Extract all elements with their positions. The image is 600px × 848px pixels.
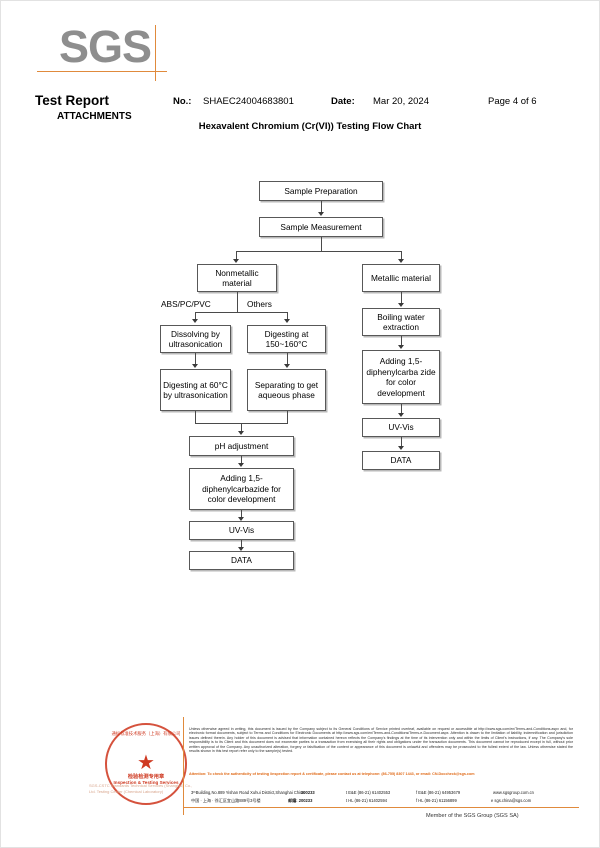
flow-box-uv-vis-left: UV-Vis [189, 521, 294, 540]
attention-notice: Attention: To check the authenticity of … [189, 772, 475, 776]
arrow-to-uvvis-left [238, 517, 244, 521]
flow-box-uv-vis-right: UV-Vis [362, 418, 440, 437]
arrow-to-nonmetallic [233, 259, 239, 263]
address-chinese: 中国 · 上海 · 徐汇区宜山路889号3号楼 [191, 798, 261, 803]
flow-box-ph-adjustment: pH adjustment [189, 436, 294, 456]
connector-merge-down [241, 423, 242, 433]
connector-nonmetallic-down [237, 292, 238, 312]
report-date-label: Date: [331, 96, 355, 107]
seal-en-label: Inspection & Testing Services [113, 780, 179, 785]
flow-label-others: Others [247, 299, 272, 309]
address-english: 3ᵗʰBuilding,No.889 Yishan Road Xuhui Dis… [191, 790, 305, 795]
arrow-to-adding-left [238, 463, 244, 467]
fax-hl: f HL (86-21) 61156899 [416, 798, 457, 803]
seal-cn-label: 检验检测专用章 [127, 774, 165, 780]
flow-box-sample-measurement: Sample Measurement [259, 217, 383, 237]
flow-box-nonmetallic-material: Nonmetallic material [197, 264, 277, 292]
report-header: Test Report ATTACHMENTS No.: SHAEC240046… [1, 93, 599, 139]
flow-box-metallic-material: Metallic material [362, 264, 440, 292]
connector-addingright-down [401, 404, 402, 415]
zip-chinese: 邮编: 200233 [288, 798, 313, 803]
connector-dissolving-down [195, 353, 196, 366]
report-no-value: SHAEC24004683801 [203, 96, 294, 107]
logo-vertical-rule [155, 25, 156, 81]
footer-vertical-rule [183, 717, 184, 815]
flow-box-adding-reagent-right: Adding 1,5-diphenylcarba zide for color … [362, 350, 440, 404]
logo-horizontal-rule [37, 71, 167, 72]
arrow-to-boiling-water [398, 303, 404, 307]
flow-label-abs-pc-pvc: ABS/PC/PVC [161, 299, 211, 309]
arrow-to-digesting-150 [284, 319, 290, 323]
seal-company-name: 通标标准技术服务（上海）有限公司 [111, 731, 181, 736]
report-no-label: No.: [173, 96, 192, 107]
attachments-label: ATTACHMENTS [57, 111, 132, 122]
connector-uvvisright-down [401, 437, 402, 448]
arrow-to-digesting-60 [192, 364, 198, 368]
arrow-to-data-right [398, 446, 404, 450]
page-title: Test Report [35, 93, 110, 108]
arrow-to-dissolving [192, 319, 198, 323]
arrow-prep-to-measure [318, 212, 324, 216]
page-number: Page 4 of 6 [488, 96, 537, 107]
connector-prep-to-measure [321, 201, 322, 214]
connector-nonmetallic-bar [195, 312, 287, 313]
legal-disclaimer: Unless otherwise agreed in writing, this… [189, 727, 573, 754]
seal-watermark-text: SGS-CSTC Standards Technical Services (S… [89, 783, 193, 794]
footer-horizontal-rule [183, 807, 579, 808]
flow-box-separating: Separating to get aqueous phase [247, 369, 326, 411]
sgs-logo: SGS [37, 21, 199, 83]
connector-metallic-down [401, 292, 402, 305]
flow-box-digesting-150: Digesting at 150~160°C [247, 325, 326, 353]
connector-split-left [236, 251, 237, 261]
website-url[interactable]: www.sgsgroup.com.cn [493, 790, 534, 795]
connector-nonmetallic-left [195, 312, 196, 321]
flow-box-boiling-water: Boiling water extraction [362, 308, 440, 336]
connector-measure-down [321, 237, 322, 251]
connector-addingleft-down [241, 510, 242, 519]
arrow-to-data-left [238, 547, 244, 551]
connector-nonmetallic-right [287, 312, 288, 321]
report-date-value: Mar 20, 2024 [373, 96, 429, 107]
chart-title: Hexavalent Chromium (Cr(VI)) Testing Flo… [198, 121, 422, 132]
member-of-group-label: Member of the SGS Group (SGS SA) [426, 813, 519, 819]
arrow-to-metallic [398, 259, 404, 263]
star-icon: ★ [137, 752, 155, 774]
connector-split-right [401, 251, 402, 261]
connector-boiling-down [401, 336, 402, 347]
fax-ee: f E&E (86-21) 64953679 [416, 790, 461, 795]
arrow-to-uvvis-right [398, 413, 404, 417]
flow-box-sample-preparation: Sample Preparation [259, 181, 383, 201]
flow-box-digesting-60: Digesting at 60°C by ultrasonication [160, 369, 231, 411]
connector-digesting150-down [287, 353, 288, 366]
connector-digesting60-down [195, 411, 196, 423]
sgs-logo-text: SGS [59, 21, 152, 72]
connector-ph-down [241, 456, 242, 465]
arrow-to-adding-right [398, 345, 404, 349]
flow-box-dissolving: Dissolving by ultrasonication [160, 325, 231, 353]
connector-uvvisleft-down [241, 540, 242, 549]
arrow-to-separating [284, 364, 290, 368]
email-address[interactable]: e sgs.china@sgs.com [491, 798, 532, 803]
seal-ring [105, 723, 187, 805]
telephone-ee: t E&E (86-21) 61402553 [346, 790, 391, 795]
company-seal: 通标标准技术服务（上海）有限公司 ★ 检验检测专用章 Inspection & … [105, 723, 187, 805]
zip-english: 200233 [301, 790, 315, 795]
telephone-hl: t HL (86-21) 61402594 [346, 798, 388, 803]
flow-box-adding-reagent-left: Adding 1,5-diphenylcarbazide for color d… [189, 468, 294, 510]
connector-separating-down [287, 411, 288, 423]
arrow-to-ph-adjustment [238, 431, 244, 435]
connector-split-bar [236, 251, 402, 252]
flow-box-data-left: DATA [189, 551, 294, 570]
flow-box-data-right: DATA [362, 451, 440, 470]
